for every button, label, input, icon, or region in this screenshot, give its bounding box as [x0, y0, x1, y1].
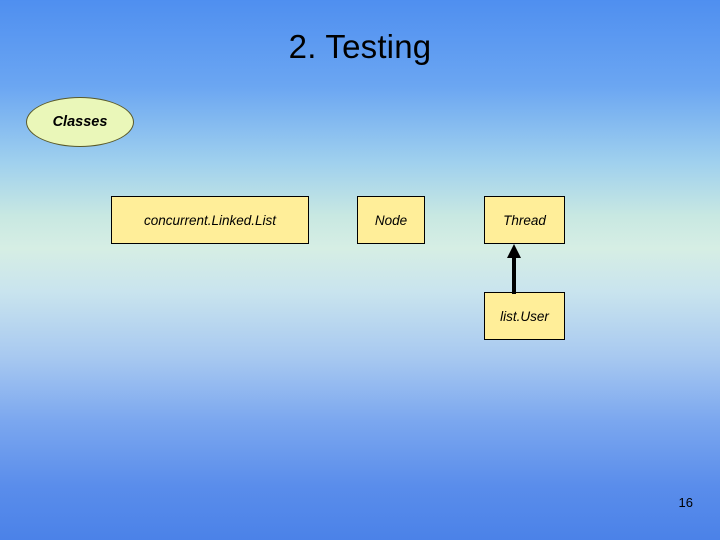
class-box-list-user: list.User	[484, 292, 565, 340]
class-box-concurrent-linked-list: concurrent.Linked.List	[111, 196, 309, 244]
legend-label: Classes	[52, 114, 108, 130]
class-box-node: Node	[357, 196, 425, 244]
class-box-label: Node	[374, 212, 408, 228]
page-title: 2. Testing	[288, 28, 432, 65]
class-box-thread: Thread	[484, 196, 565, 244]
page-number: 16	[678, 495, 693, 510]
legend-ellipse-classes: Classes	[26, 97, 134, 147]
class-box-label: Thread	[503, 212, 546, 228]
arrow-up-icon	[507, 244, 521, 294]
class-box-label: list.User	[500, 308, 549, 324]
class-box-label: concurrent.Linked.List	[143, 212, 277, 228]
